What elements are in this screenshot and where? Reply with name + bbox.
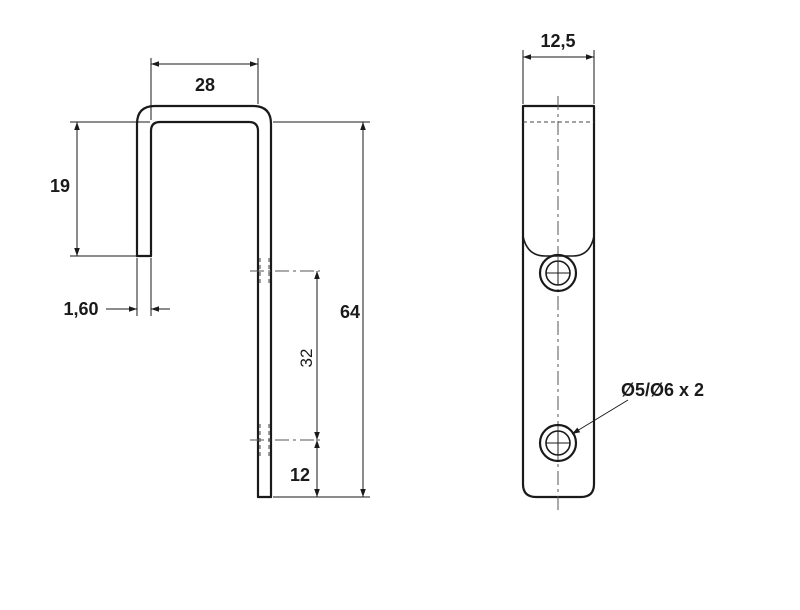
dimension-bottom-12: 12 <box>273 440 322 498</box>
hole-top <box>538 253 578 293</box>
dimension-width-12-5: 12,5 <box>522 31 595 104</box>
dim-label-64: 64 <box>340 302 360 322</box>
dim-label-1-60: 1,60 <box>63 299 98 319</box>
hole-bottom <box>538 423 578 463</box>
dimension-hole-spacing-32: 32 <box>297 271 320 440</box>
dimension-total-64: 64 <box>273 121 370 498</box>
dim-label-12: 12 <box>290 465 310 485</box>
dim-label-12-5: 12,5 <box>540 31 575 51</box>
dimension-height-19: 19 <box>50 121 150 257</box>
dimension-thickness-1-60: 1,60 <box>63 258 170 319</box>
side-view: 28 19 1,60 32 12 <box>50 58 370 499</box>
hole-callout: Ø5/Ø6 x 2 <box>571 380 704 435</box>
dim-label-32: 32 <box>297 349 316 368</box>
dim-label-28: 28 <box>195 75 215 95</box>
dim-label-19: 19 <box>50 176 70 196</box>
front-view: 12,5 Ø5/Ø6 x 2 <box>521 31 704 512</box>
hook-outer-profile <box>135 104 273 499</box>
dimension-width-28: 28 <box>150 58 259 120</box>
hole-callout-label: Ø5/Ø6 x 2 <box>621 380 704 400</box>
strip-outline <box>521 104 596 499</box>
hook-inner-profile <box>149 120 260 499</box>
